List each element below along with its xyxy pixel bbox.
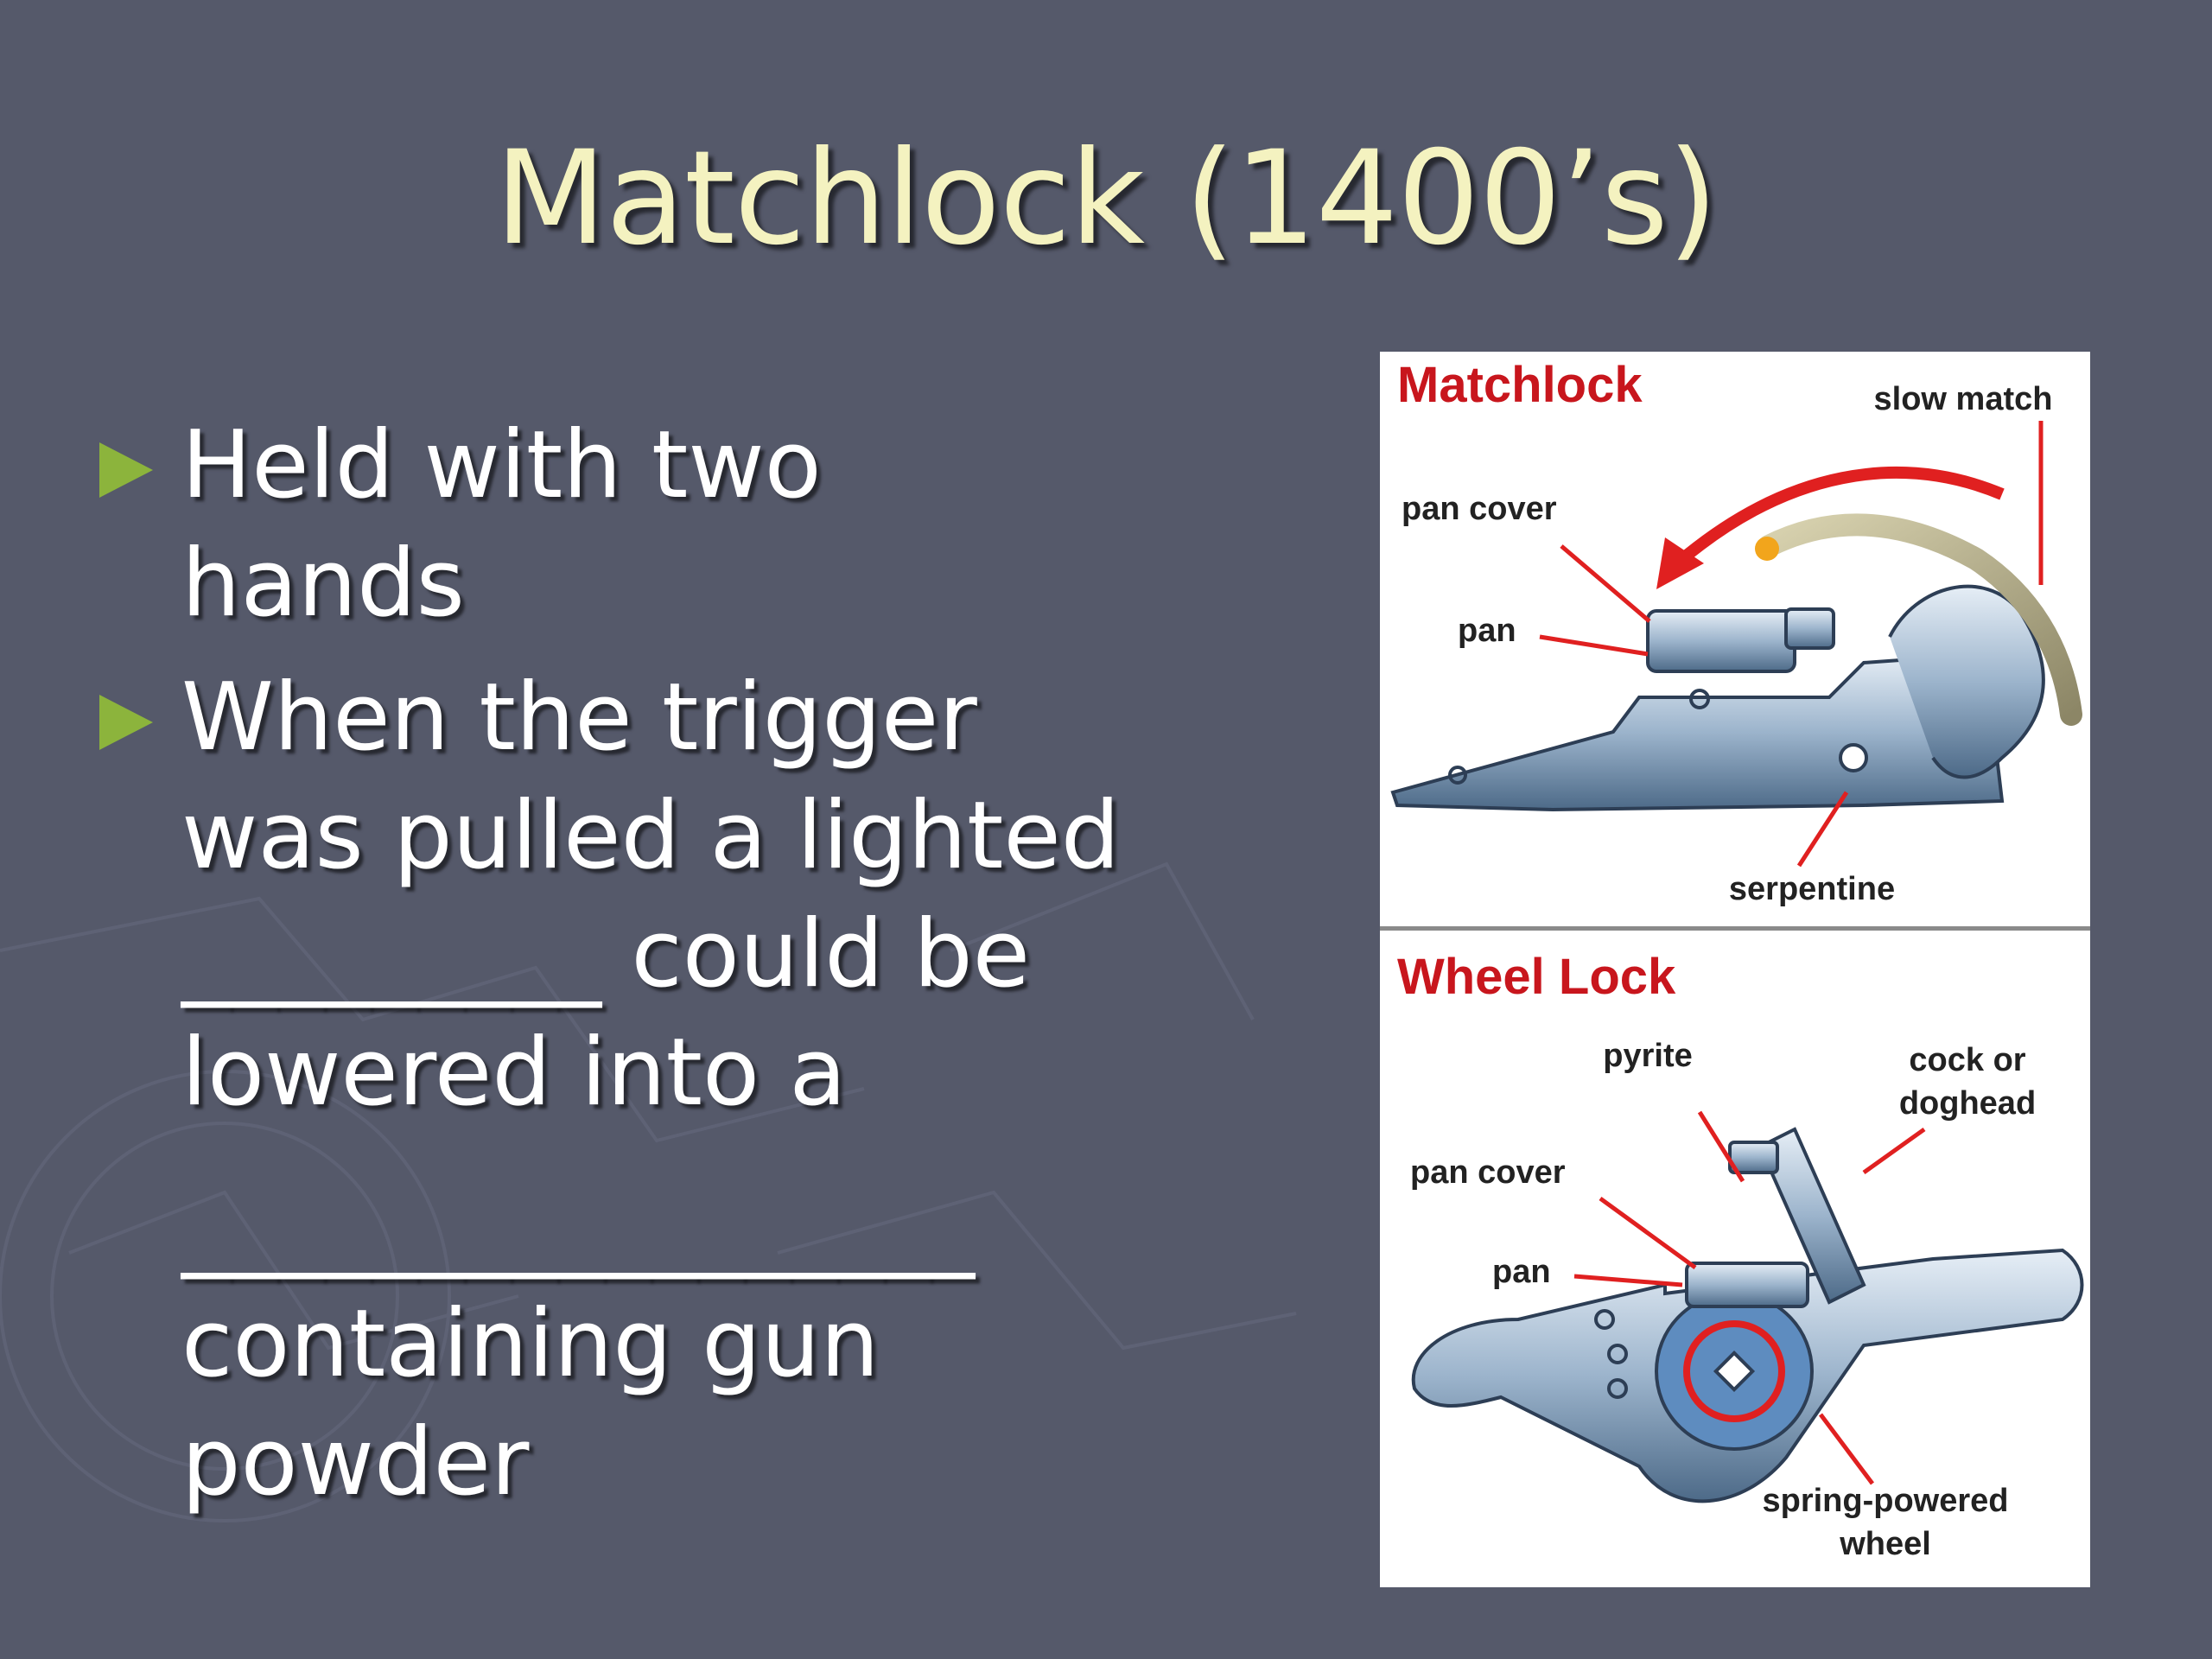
bullet-line: powder xyxy=(181,1408,530,1516)
wheel-lock-heading: Wheel Lock xyxy=(1397,949,1676,1005)
label-pan: pan xyxy=(1492,1254,1551,1290)
label-wheel-line2: wheel xyxy=(1840,1526,1931,1562)
bullet-item: When the trigger was pulled a lighted __… xyxy=(99,658,1121,1522)
diagram-divider xyxy=(1380,926,2090,931)
label-spring-powered-wheel: spring-powered wheel xyxy=(1717,1479,2054,1566)
label-pan-cover: pan cover xyxy=(1410,1154,1566,1191)
triangle-bullet-icon xyxy=(99,442,153,498)
bullet-line: _________ could be xyxy=(181,900,1031,1008)
triangle-bullet-icon xyxy=(99,695,153,750)
label-cock-line2: doghead xyxy=(1898,1085,2037,1122)
bullet-line: _________________ xyxy=(181,1172,975,1280)
bullet-line: was pulled a lighted xyxy=(181,782,1121,890)
wheellock-mechanism xyxy=(1411,1110,2084,1503)
bullet-line xyxy=(181,1132,1102,1166)
bullet-item: Held with two hands xyxy=(99,406,1102,643)
label-cock-or-doghead: cock or doghead xyxy=(1872,1039,2063,1125)
bullet-line: Held with two xyxy=(181,411,822,519)
label-pan: pan xyxy=(1458,613,1516,649)
matchlock-mechanism xyxy=(1390,421,2082,868)
label-wheel-line1: spring-powered xyxy=(1762,1483,2009,1519)
label-slow-match: slow match xyxy=(1873,381,2053,417)
label-pan-cover: pan cover xyxy=(1402,491,1557,527)
bullet-line: containing gun xyxy=(181,1290,880,1398)
bullet-line: lowered into a xyxy=(181,1019,847,1127)
bullet-line: When the trigger xyxy=(181,664,977,772)
bullet-line: hands xyxy=(181,530,465,638)
matchlock-heading: Matchlock xyxy=(1397,357,1643,413)
bullet-list: Held with two hands When the trigger was… xyxy=(99,406,1121,1537)
label-serpentine: serpentine xyxy=(1728,871,1896,907)
lock-diagram-illustration xyxy=(1390,421,2084,1503)
label-pyrite: pyrite xyxy=(1603,1038,1693,1074)
slide-title: Matchlock (1400’s) xyxy=(494,124,1719,274)
label-cock-line1: cock or xyxy=(1909,1042,2026,1078)
lock-diagram: Matchlock slow match pan cover pan serpe… xyxy=(1380,352,2090,1587)
